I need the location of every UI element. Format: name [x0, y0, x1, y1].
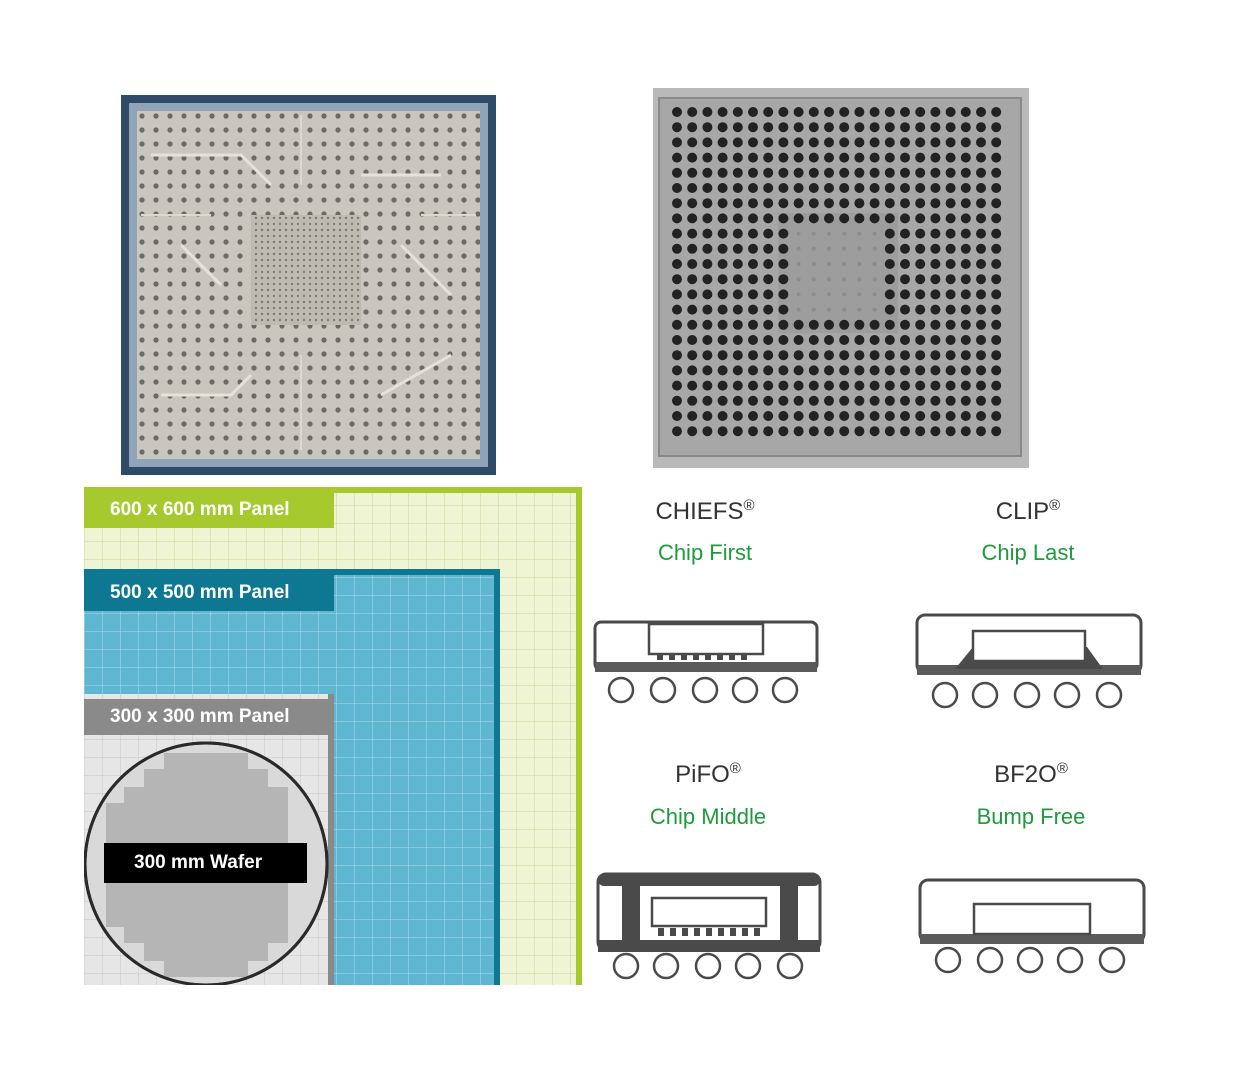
panel-size-comparison	[83, 487, 582, 987]
wafer-label: 300 mm Wafer	[104, 843, 307, 883]
panel-300-label: 300 x 300 mm Panel	[84, 699, 334, 735]
bga-ball-grid-photo	[653, 88, 1029, 468]
package-name-pifo: PiFO®	[675, 760, 741, 788]
pcb-substrate-icon	[121, 95, 496, 475]
pcb-substrate-photo	[121, 95, 496, 475]
chip-last-package-icon	[915, 613, 1145, 711]
package-name-clip: CLIP®	[995, 497, 1061, 525]
package-sub-bump-free: Bump Free	[976, 804, 1086, 829]
chip-first-package-icon	[593, 620, 821, 708]
panel-grid-diagram	[83, 487, 582, 987]
chip-middle-package-icon	[596, 872, 824, 982]
panel-500-label: 500 x 500 mm Panel	[84, 575, 334, 611]
bga-ball-grid-icon	[653, 88, 1029, 468]
package-name-bf2o: BF2O®	[994, 760, 1068, 788]
bump-free-package-icon	[918, 878, 1148, 978]
panel-600-label: 600 x 600 mm Panel	[84, 492, 334, 528]
package-sub-chip-last: Chip Last	[981, 540, 1075, 565]
package-name-chiefs: CHIEFS®	[655, 497, 755, 525]
package-sub-chip-first: Chip First	[657, 540, 753, 565]
package-sub-chip-middle: Chip Middle	[649, 804, 767, 829]
